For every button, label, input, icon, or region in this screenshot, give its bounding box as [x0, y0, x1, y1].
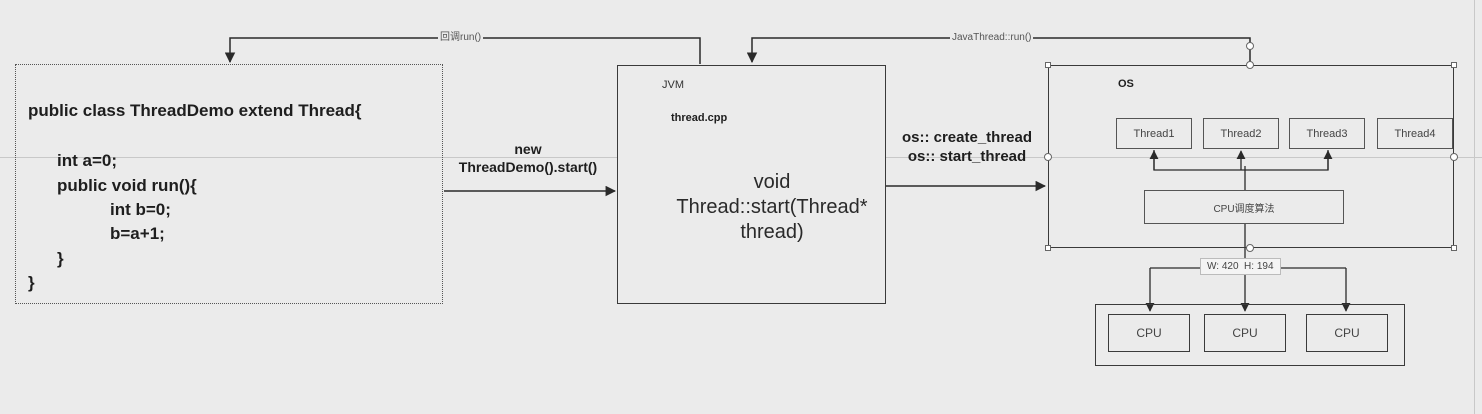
code-line-run-decl: public void run(){ — [57, 176, 197, 195]
cpu1-box[interactable]: CPU — [1108, 314, 1190, 352]
connection-point-bottom[interactable] — [1246, 244, 1254, 252]
cpu-scheduler-box[interactable]: CPU调度算法 — [1144, 190, 1344, 224]
code-line-class-close: } — [28, 273, 35, 292]
new-label-line2: ThreadDemo().start() — [458, 159, 598, 175]
resize-handle-bottom-right[interactable] — [1451, 245, 1457, 251]
jvm-title: JVM — [662, 79, 684, 91]
os-thread-calls-label: os:: create_thread os:: start_thread — [888, 128, 1046, 166]
code-line-run-close: } — [57, 249, 64, 268]
jvm-box[interactable] — [617, 65, 886, 304]
connection-point-right[interactable] — [1450, 153, 1458, 161]
cpu2-box[interactable]: CPU — [1204, 314, 1286, 352]
connection-point-left[interactable] — [1044, 153, 1052, 161]
rotate-handle[interactable] — [1246, 42, 1254, 50]
cpu3-box[interactable]: CPU — [1306, 314, 1388, 352]
resize-handle-top-right[interactable] — [1451, 62, 1457, 68]
os-title: OS — [1118, 78, 1134, 90]
vertical-guide-line — [1474, 0, 1475, 414]
resize-handle-bottom-left[interactable] — [1045, 245, 1051, 251]
os-create-thread-text: os:: create_thread — [901, 129, 1033, 146]
thread2-box[interactable]: Thread2 — [1203, 118, 1279, 149]
thread4-box[interactable]: Thread4 — [1377, 118, 1453, 149]
code-line-int-a: int a=0; — [57, 151, 117, 170]
thread-cpp-label: thread.cpp — [671, 112, 728, 124]
new-label-line1: new — [514, 141, 542, 157]
cpu-container[interactable] — [1095, 304, 1405, 366]
callback-run-label: 回调run() — [438, 32, 484, 44]
method-line2: Thread::start(Thread* — [676, 196, 868, 218]
thread1-box[interactable]: Thread1 — [1116, 118, 1192, 149]
javathread-run-label: JavaThread::run() — [950, 32, 1034, 44]
method-line3: thread) — [740, 221, 804, 243]
method-line1: void — [753, 171, 791, 193]
os-start-thread-text: os:: start_thread — [907, 148, 1027, 165]
connection-point-top[interactable] — [1246, 61, 1254, 69]
code-line-assign-b: b=a+1; — [110, 224, 165, 243]
jvm-method-text: void Thread::start(Thread* thread) — [662, 170, 882, 245]
thread-demo-code-box[interactable] — [15, 64, 443, 304]
thread3-box[interactable]: Thread3 — [1289, 118, 1365, 149]
code-line-int-b: int b=0; — [110, 200, 171, 219]
new-threaddemo-label: new ThreadDemo().start() — [440, 140, 616, 176]
code-line-class-decl: public class ThreadDemo extend Thread{ — [28, 101, 362, 120]
size-tooltip: W: 420 H: 194 — [1200, 258, 1281, 275]
resize-handle-top-left[interactable] — [1045, 62, 1051, 68]
